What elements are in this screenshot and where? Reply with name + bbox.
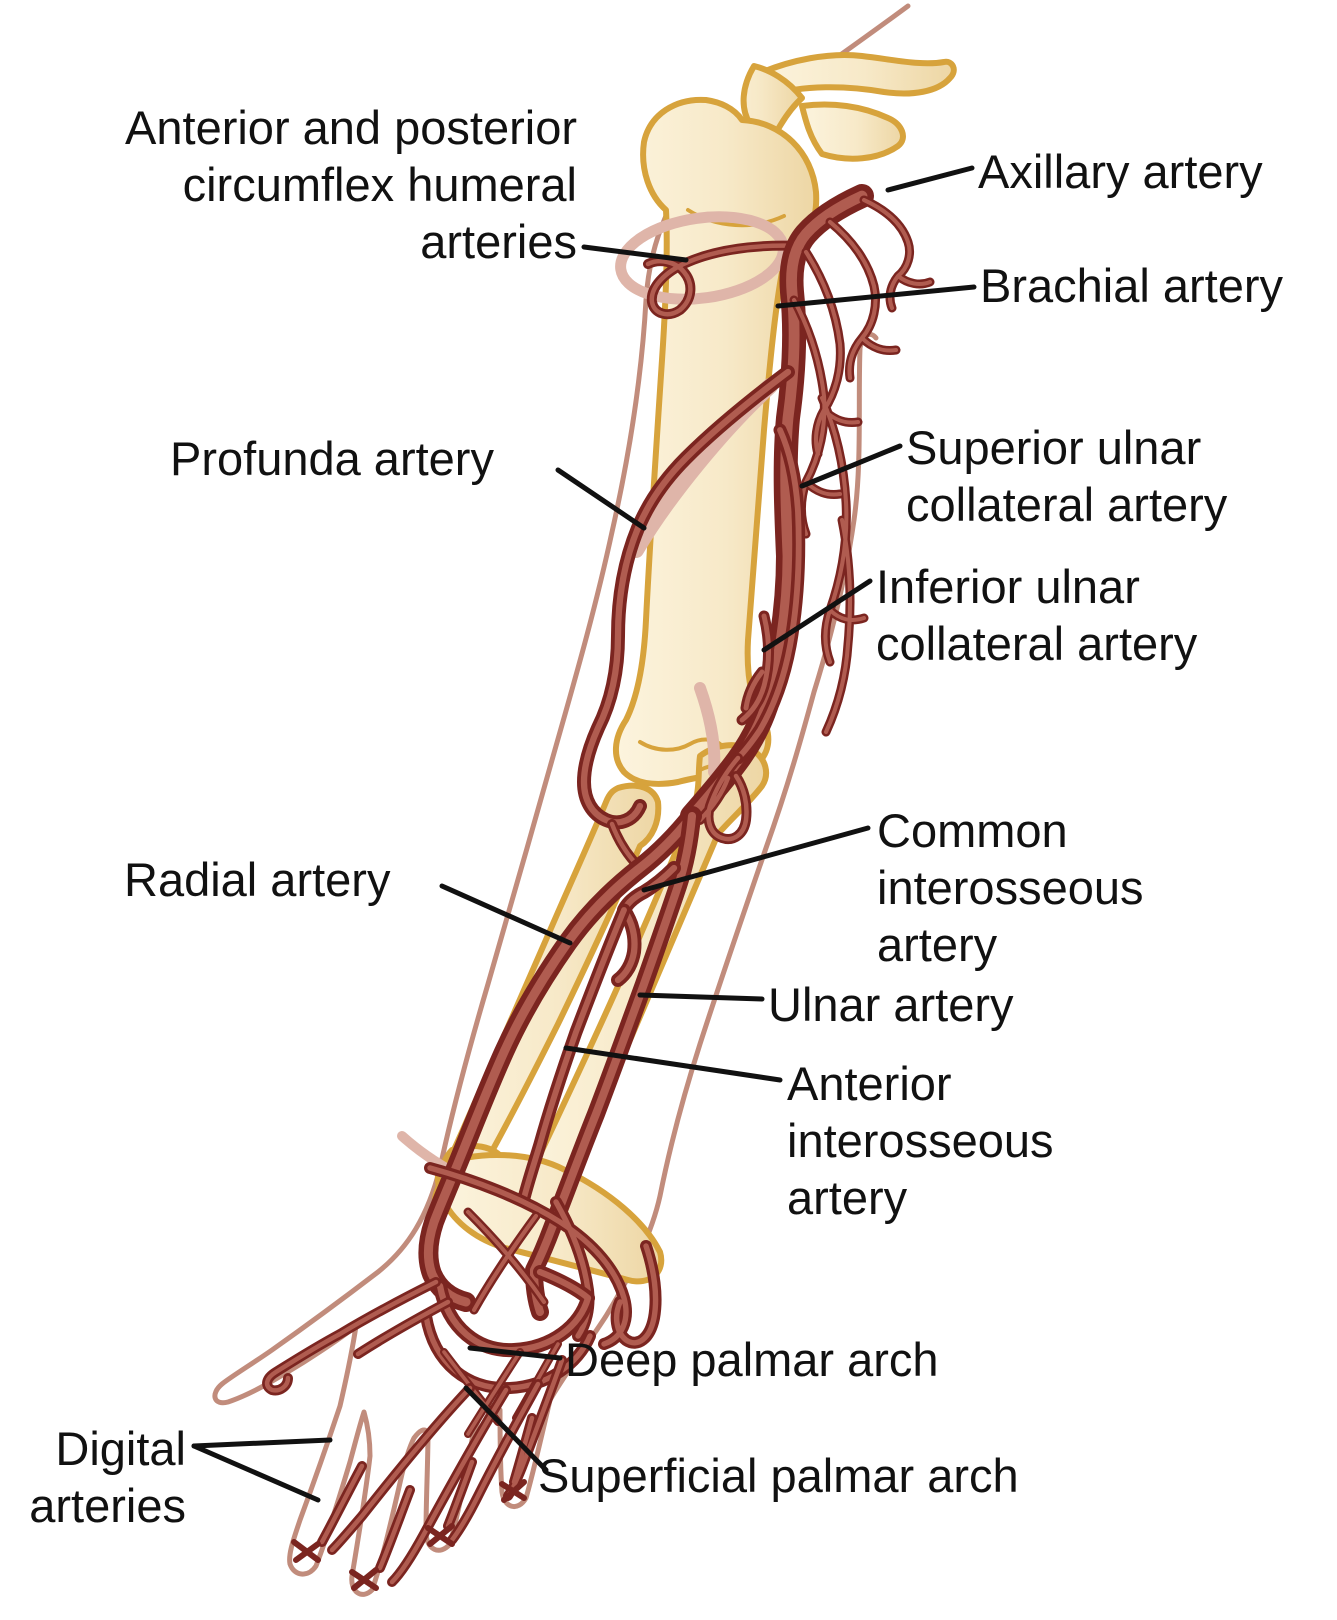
label-superficial-palmar-arch: Superficial palmar arch bbox=[538, 1447, 1019, 1504]
leader-brachial bbox=[775, 284, 977, 309]
inferior-ulnar-collateral-path bbox=[739, 613, 771, 723]
label-line: arteries bbox=[420, 215, 577, 268]
label-line: Anterior and posterior bbox=[125, 101, 577, 154]
label-line: Radial artery bbox=[124, 853, 391, 906]
label-line: interosseous bbox=[877, 861, 1144, 914]
fingertip-cross-loops bbox=[291, 1479, 527, 1591]
leader-lines bbox=[191, 165, 977, 1503]
label-profunda-artery: Profunda artery bbox=[170, 430, 494, 487]
leader-superficial-palmar bbox=[463, 1385, 549, 1473]
label-line: Brachial artery bbox=[980, 259, 1283, 312]
label-ulnar-artery: Ulnar artery bbox=[768, 976, 1014, 1033]
anterior-interosseous-path bbox=[521, 907, 627, 1201]
forearm-bones bbox=[432, 742, 770, 1285]
leader-profunda bbox=[555, 467, 647, 531]
label-line: Superior ulnar bbox=[906, 421, 1202, 474]
label-line: interosseous bbox=[787, 1114, 1054, 1167]
label-anterior-interosseous-artery: Anterior interosseous artery bbox=[787, 1055, 1054, 1226]
label-line: Digital bbox=[55, 1422, 186, 1475]
label-common-interosseous-artery: Common interosseous artery bbox=[877, 802, 1144, 973]
label-line: circumflex humeral bbox=[182, 158, 577, 211]
leader-radial bbox=[439, 883, 573, 946]
arteries bbox=[262, 184, 935, 1591]
label-line: collateral artery bbox=[906, 478, 1228, 531]
label-line: collateral artery bbox=[876, 617, 1198, 670]
leader-anterior-interosseous bbox=[563, 1045, 783, 1083]
leader-digital-2 bbox=[191, 1443, 321, 1503]
digital-arteries-paths bbox=[319, 1357, 565, 1585]
label-inferior-ulnar-collateral-artery: Inferior ulnar collateral artery bbox=[876, 558, 1197, 672]
label-line: artery bbox=[787, 1171, 908, 1224]
label-deep-palmar-arch: Deep palmar arch bbox=[565, 1331, 939, 1388]
leader-inferior-ulnar bbox=[761, 578, 873, 653]
label-line: Deep palmar arch bbox=[565, 1333, 939, 1386]
leader-common-interosseous bbox=[641, 825, 871, 893]
leader-superior-ulnar bbox=[799, 443, 903, 489]
leader-ulnar bbox=[637, 992, 765, 1002]
scapula-bone bbox=[799, 101, 906, 162]
label-line: Profunda artery bbox=[170, 432, 494, 485]
ulnar-artery-path bbox=[529, 811, 697, 1317]
label-digital-arteries: Digital arteries bbox=[29, 1420, 186, 1534]
deep-palmar-arch-path bbox=[436, 1268, 592, 1354]
label-line: Axillary artery bbox=[978, 145, 1263, 198]
elbow-band bbox=[694, 682, 721, 778]
label-line: Superficial palmar arch bbox=[538, 1449, 1019, 1502]
label-circumflex-humeral-arteries: Anterior and posterior circumflex humera… bbox=[125, 99, 577, 270]
superior-ulnar-collateral-path bbox=[735, 427, 802, 761]
thumb-digital-artery-path bbox=[264, 1279, 451, 1393]
label-line: Inferior ulnar bbox=[876, 560, 1140, 613]
label-line: Ulnar artery bbox=[768, 978, 1014, 1031]
wrist-cross-vessels bbox=[465, 1209, 547, 1313]
label-radial-artery: Radial artery bbox=[124, 851, 390, 908]
profunda-artery-path bbox=[580, 368, 792, 826]
label-line: artery bbox=[877, 918, 998, 971]
label-superior-ulnar-collateral-artery: Superior ulnar collateral artery bbox=[906, 419, 1227, 533]
label-line: Anterior bbox=[787, 1057, 952, 1110]
leader-circumflex bbox=[581, 244, 689, 263]
label-brachial-artery: Brachial artery bbox=[980, 257, 1283, 314]
leader-digital-1 bbox=[191, 1437, 333, 1449]
circumflex-humeral-arteries-path bbox=[645, 243, 803, 317]
leader-deep-palmar bbox=[467, 1345, 563, 1361]
label-line: arteries bbox=[29, 1479, 186, 1532]
leader-axillary bbox=[885, 165, 975, 193]
radial-artery-path bbox=[423, 811, 697, 1307]
label-line: Common bbox=[877, 804, 1068, 857]
label-axillary-artery: Axillary artery bbox=[978, 143, 1263, 200]
